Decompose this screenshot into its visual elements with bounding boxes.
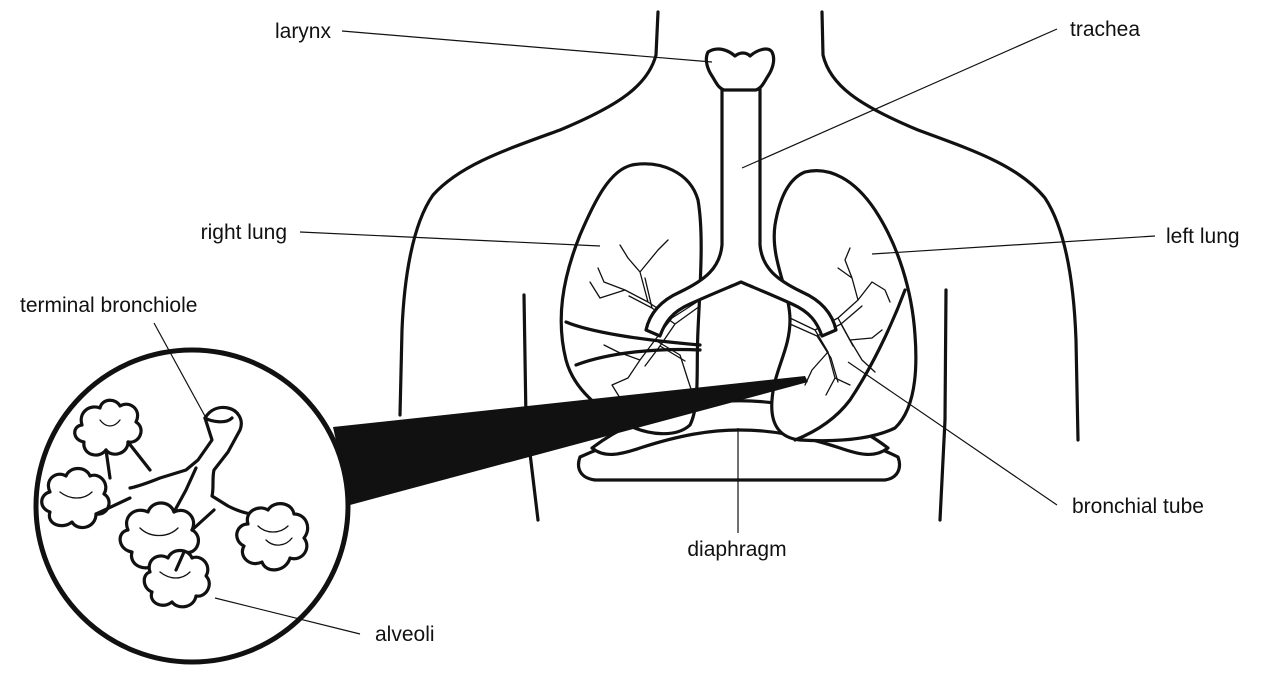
label-diaphragm: diaphragm [687, 538, 786, 561]
label-bronchial-tube: bronchial tube [1072, 495, 1204, 518]
label-left-lung: left lung [1166, 225, 1240, 248]
label-terminal-bronchiole: terminal bronchiole [20, 294, 197, 317]
larynx-shape [706, 49, 773, 90]
label-trachea: trachea [1070, 18, 1140, 41]
leader-left-lung [872, 236, 1155, 254]
label-alveoli: alveoli [375, 623, 435, 646]
right-torso-outline [940, 290, 946, 520]
label-larynx: larynx [275, 20, 332, 43]
label-right-lung: right lung [201, 221, 287, 244]
leader-trachea [742, 29, 1057, 168]
magnified-circle [36, 350, 348, 662]
larynx [706, 49, 773, 90]
leader-right-lung [300, 232, 600, 246]
